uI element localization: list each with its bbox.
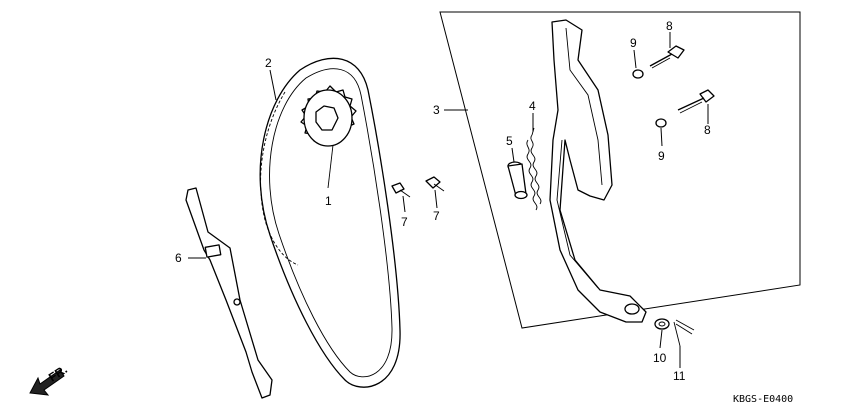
guide-bolt-right [425,176,445,192]
callout-10: 10 [653,351,667,365]
callout-4: 4 [529,99,536,113]
cotter-pin [673,319,695,347]
cam-sprocket [300,85,357,189]
tensioner-assembly-box [439,11,801,329]
diagram-code: KBGS-E0400 [733,394,793,405]
tensioner-bolt-lower [677,89,715,114]
callout-3: 3 [433,103,440,117]
cam-chain-guide [185,187,273,399]
callout-8-lower: 8 [704,123,711,137]
front-direction-arrow-icon [29,369,65,396]
washer-upper [632,69,644,79]
callout-5: 5 [506,134,513,148]
callout-6: 6 [175,251,182,265]
callout-1: 1 [325,194,332,208]
cam-chain-tensioner-arm [549,19,647,323]
callout-9-upper: 9 [630,36,637,50]
tensioner-spring [526,127,542,211]
guide-bolt-left [391,182,411,198]
tensioner-bolt-upper [649,45,685,69]
callout-7-right: 7 [433,209,440,223]
cam-chain [259,57,401,388]
callout-9-lower: 9 [658,149,665,163]
callout-8-upper: 8 [666,19,673,33]
tensioner-pusher [507,161,528,200]
callout-7-left: 7 [401,215,408,229]
washer-10 [654,318,670,330]
washer-lower [655,118,667,128]
callout-2: 2 [265,56,272,70]
callout-11: 11 [673,369,686,383]
leader-lines [188,32,709,368]
